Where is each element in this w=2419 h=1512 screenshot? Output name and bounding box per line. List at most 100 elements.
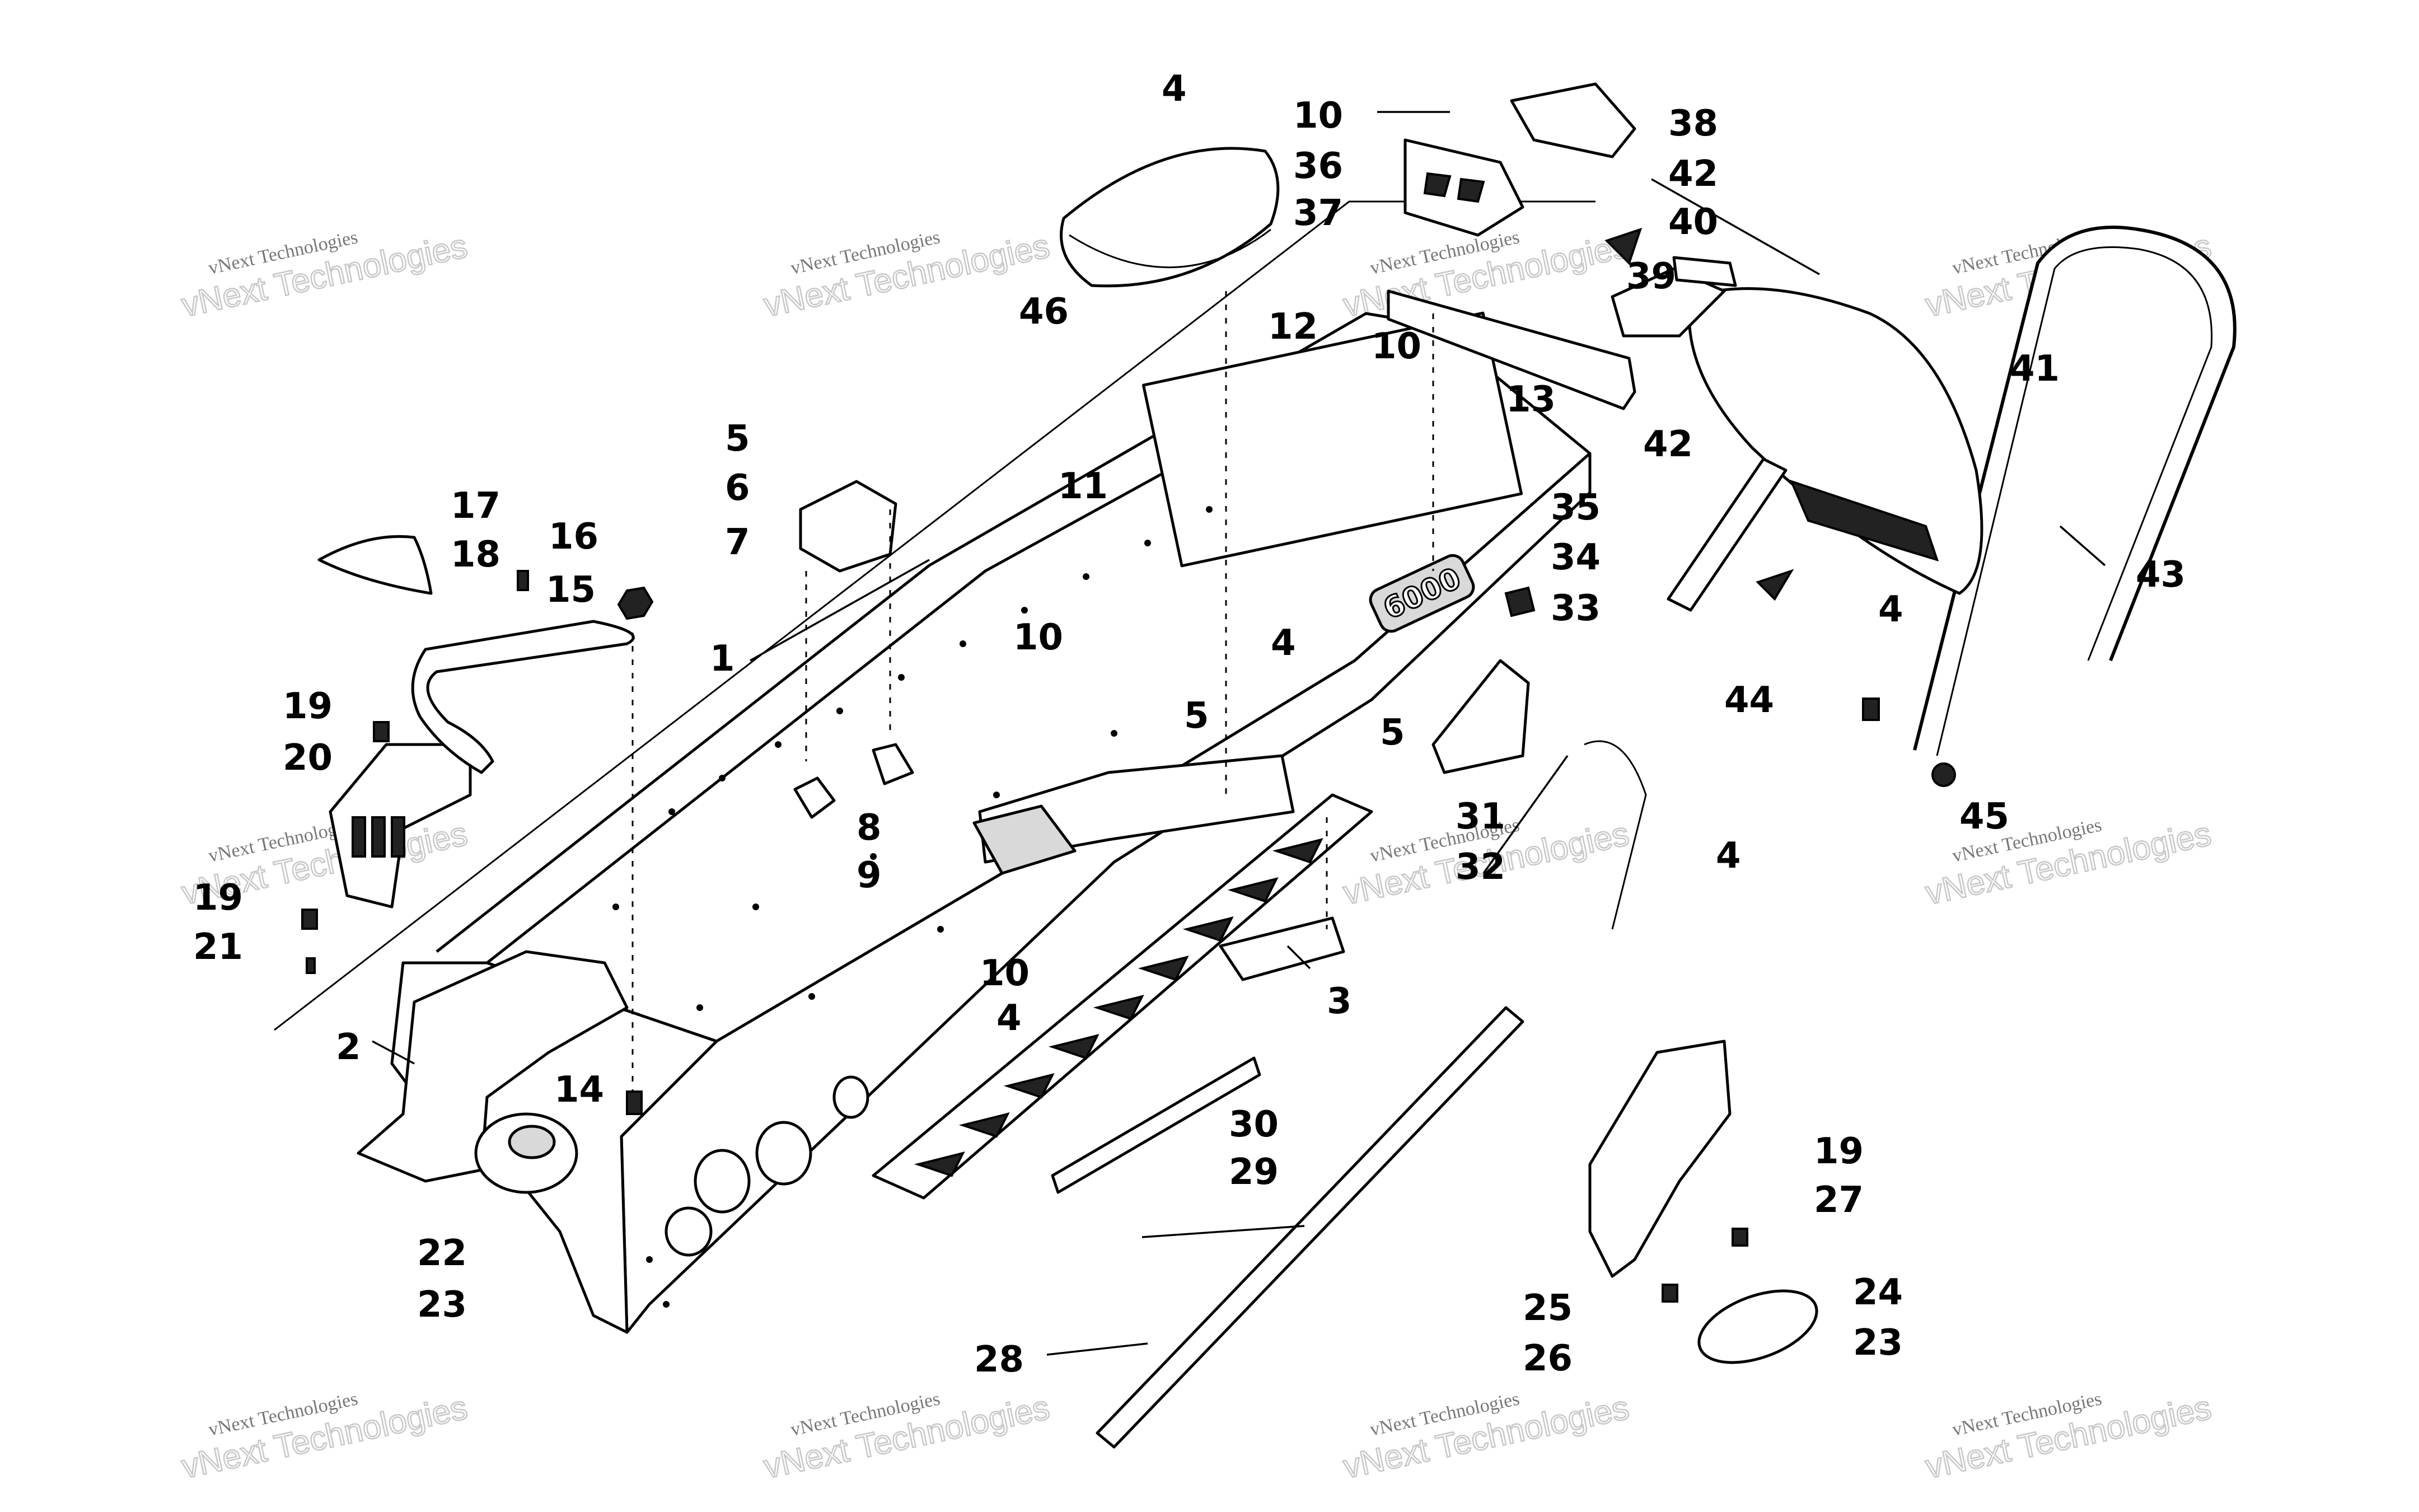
callout-29: 29: [1229, 1151, 1279, 1193]
flap-decal: [1611, 267, 1726, 338]
rivet-hole: [663, 1301, 670, 1308]
callout-33: 33: [1551, 588, 1601, 629]
storage-bag-zipper: [1069, 228, 1271, 269]
callout-42: 42: [1668, 153, 1718, 195]
flap-rail: [1667, 457, 1788, 612]
tunnel-vent-hole: [694, 1149, 751, 1214]
support-bar: [1051, 1056, 1261, 1194]
callout-23: 23: [1853, 1322, 1903, 1364]
callout-21: 21: [193, 926, 243, 968]
callout-10: 10: [1013, 617, 1063, 658]
bumper-clip: [1504, 586, 1536, 617]
rivet-hole: [1144, 540, 1151, 546]
leader-lines: [372, 111, 2106, 1356]
foot-well-right: [1697, 1289, 1818, 1364]
callout-12: 12: [1268, 306, 1318, 348]
callout-28: 28: [974, 1339, 1024, 1380]
running-board-cleat: [1272, 838, 1323, 864]
rear-bumper-inner: [1936, 246, 2213, 756]
callout-30: 30: [1229, 1104, 1279, 1145]
screw: [517, 570, 529, 591]
callout-4: 4: [1878, 589, 1903, 630]
strap-cover: [317, 535, 433, 595]
leader-line: [750, 559, 930, 662]
rivet-hole: [898, 674, 905, 681]
callout-2: 2: [336, 1027, 361, 1068]
callout-7: 7: [725, 522, 750, 563]
bumper-nut: [1931, 762, 1956, 787]
leader-line: [1651, 178, 1820, 275]
running-board-cleat: [914, 1151, 965, 1177]
snow-flap-logo: [1789, 479, 1939, 562]
tunnel-vent-hole: [832, 1075, 869, 1119]
vent-slot: [391, 816, 405, 858]
callout-1: 1: [710, 638, 735, 680]
callout-34: 34: [1551, 537, 1601, 578]
callout-10: 10: [980, 953, 1030, 994]
rear-parts: [1387, 82, 2236, 787]
callout-5: 5: [1184, 695, 1209, 737]
seat-clamp: [872, 743, 914, 785]
callout-32: 32: [1456, 846, 1505, 888]
callout-4: 4: [996, 998, 1022, 1039]
callout-16: 16: [549, 516, 598, 558]
leader-line: [1286, 945, 1311, 970]
watermark: vNext Technologies vNext Technologies: [760, 226, 1053, 325]
foot-well-recess: [508, 1125, 556, 1159]
heat-exchanger-panel: [1141, 311, 1523, 568]
rear-support-rail: [1387, 289, 1636, 410]
rivet-hole: [1083, 573, 1089, 580]
seat-mount-block: [799, 480, 897, 573]
rivet-hole: [808, 993, 815, 1000]
callout-42: 42: [1643, 424, 1693, 465]
callout-22: 22: [417, 1233, 467, 1274]
callout-19: 19: [193, 877, 243, 919]
storage-bag: [1060, 147, 1280, 288]
rivet-hole: [612, 904, 619, 910]
running-board-cleat: [958, 1112, 1010, 1138]
callout-23: 23: [417, 1284, 467, 1326]
bolt: [626, 1090, 643, 1115]
rear-right-parts: [1051, 740, 1818, 1449]
vent-slot: [352, 816, 366, 858]
callout-41: 41: [2010, 348, 2060, 390]
front-left-parts: [301, 535, 654, 1194]
side-bracket: [1431, 659, 1530, 774]
running-board-cleat: [1227, 877, 1279, 903]
rivet-hole: [719, 775, 726, 781]
callout-46: 46: [1019, 291, 1069, 333]
flap-label: [1672, 256, 1737, 287]
rivet-hole: [937, 926, 944, 933]
rivet-hole: [696, 1004, 703, 1011]
deck-cleat-panel-left: [972, 804, 1077, 875]
callout-25: 25: [1523, 1288, 1573, 1329]
callout-35: 35: [1551, 487, 1601, 528]
rivet-hole: [993, 792, 1000, 798]
callout-4: 4: [1162, 68, 1187, 110]
running-board-cleat: [1093, 995, 1144, 1021]
callout-14: 14: [554, 1069, 604, 1111]
watermark: vNext Technologies vNext Technologies: [1921, 1388, 2215, 1486]
mount-bracket-slot: [1423, 172, 1452, 198]
callout-labels: 1 2 3 4 4 4 4 4 5 5 5 6 7 8 9 10 10 10 1…: [193, 68, 2186, 1380]
running-board-cleat: [1003, 1073, 1055, 1099]
running-board: [872, 793, 1373, 1200]
callout-5: 5: [1380, 712, 1405, 753]
rivet-hole: [960, 640, 966, 647]
watermark: vNext Technologies vNext Technologies: [177, 1388, 471, 1486]
callout-13: 13: [1506, 379, 1556, 420]
direction-arrow-icon: [1756, 569, 1794, 601]
rivet-hole: [1206, 506, 1213, 513]
tunnel-vent-hole: [665, 1206, 713, 1257]
rivet-hole: [836, 708, 843, 714]
rivet-hole: [1111, 730, 1117, 737]
leader-line: [1141, 1225, 1305, 1238]
rear-bumper: [1913, 226, 2236, 751]
footrest-bracket: [357, 950, 629, 1183]
callout-10: 10: [1372, 326, 1421, 367]
callout-3: 3: [1327, 981, 1352, 1022]
rivet-hole: [1021, 607, 1028, 614]
bumper-bolt: [1862, 698, 1880, 721]
running-board-cleat: [1048, 1034, 1099, 1060]
